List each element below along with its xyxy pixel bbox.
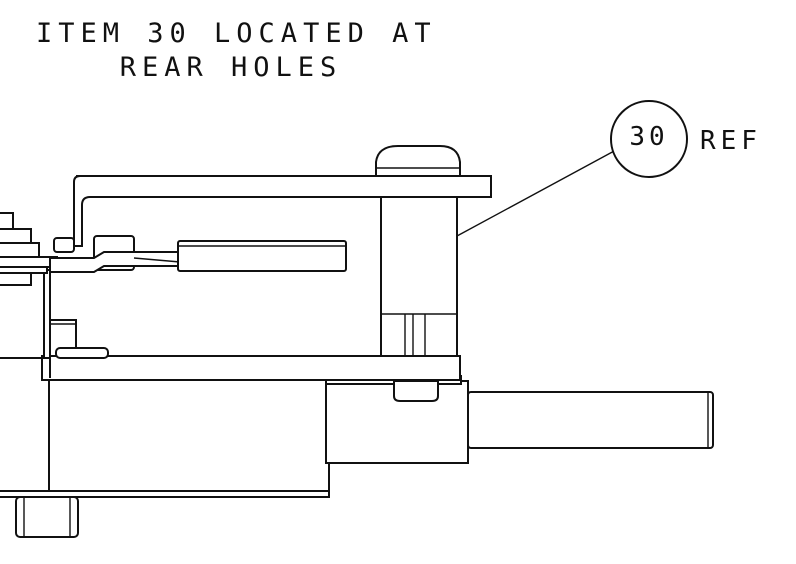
bottom-fastener <box>16 497 78 537</box>
shaft <box>468 392 713 448</box>
spacer-standoff <box>381 197 457 356</box>
clamp-arm <box>50 236 346 272</box>
balloon-ref-label: REF <box>700 126 762 156</box>
note-line-1: ITEM 30 LOCATED AT <box>36 18 437 49</box>
balloon-item-number: 30 <box>629 122 669 152</box>
callout-leader <box>457 101 687 236</box>
top-screw <box>376 146 460 176</box>
note-line-2: REAR HOLES <box>119 52 343 83</box>
top-bracket <box>74 176 491 246</box>
main-plate <box>42 356 460 380</box>
lower-screw <box>394 381 438 401</box>
left-stack <box>0 213 57 285</box>
side-wall <box>44 270 108 358</box>
